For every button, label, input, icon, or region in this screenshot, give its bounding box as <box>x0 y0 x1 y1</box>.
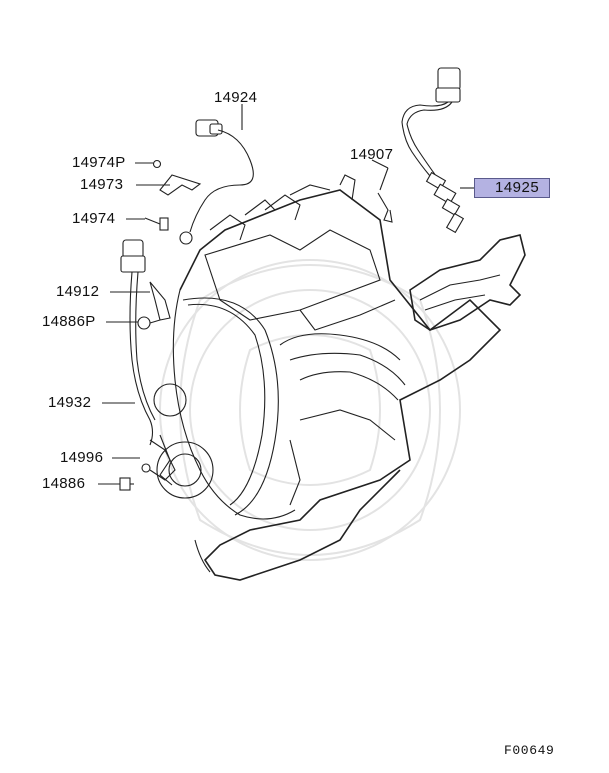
callout-14912[interactable]: 14912 <box>56 283 100 300</box>
part-14924-harness <box>179 112 254 245</box>
callout-14886[interactable]: 14886 <box>42 475 86 492</box>
callout-14973[interactable]: 14973 <box>80 176 124 193</box>
part-14925-oxygen-sensor <box>401 67 476 234</box>
callout-14924[interactable]: 14924 <box>214 89 258 106</box>
part-14907-clip <box>377 167 393 223</box>
left-sensor-connector <box>119 239 176 491</box>
figure-code: F00649 <box>504 743 555 758</box>
engine-block <box>153 174 526 581</box>
callout-14907[interactable]: 14907 <box>350 146 394 163</box>
callout-14932[interactable]: 14932 <box>48 394 92 411</box>
callout-14925-highlighted[interactable]: 14925 <box>474 178 551 198</box>
watermark-emblem <box>159 259 461 561</box>
callout-14974P[interactable]: 14974P <box>72 154 126 171</box>
callout-14996[interactable]: 14996 <box>60 449 104 466</box>
callout-14886P[interactable]: 14886P <box>42 313 96 330</box>
leader-lines <box>98 104 389 485</box>
small-fasteners-top <box>144 159 202 231</box>
callout-14974[interactable]: 14974 <box>72 210 116 227</box>
